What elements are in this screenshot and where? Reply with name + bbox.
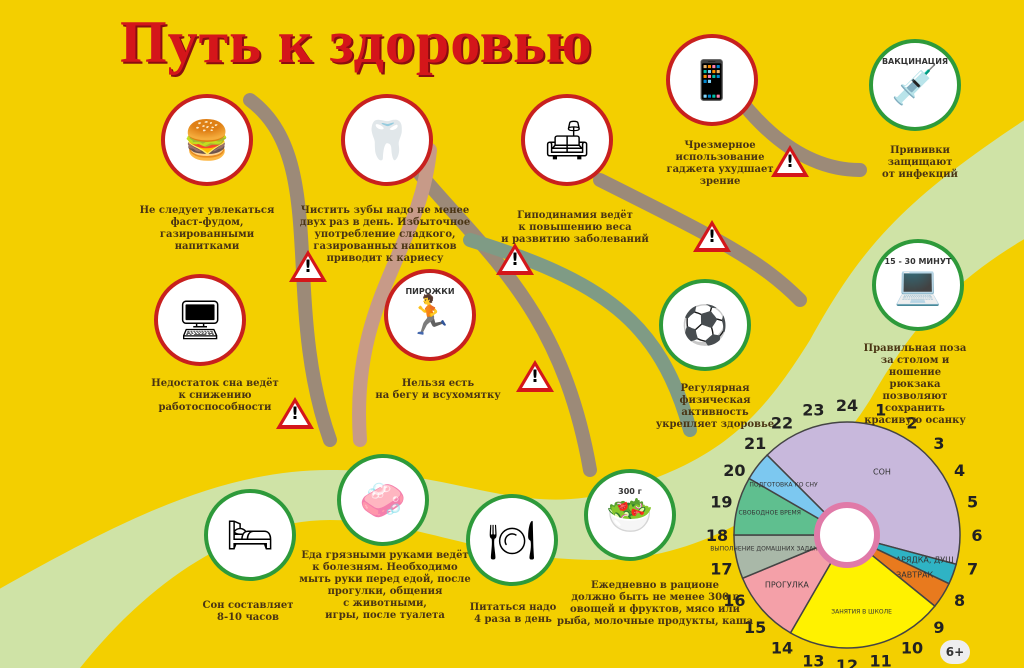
illustration-circle: 🍔	[161, 94, 253, 186]
road	[352, 143, 437, 447]
clock-hour-label: 3	[933, 434, 944, 453]
clock-hour-label: 21	[744, 434, 766, 453]
illustration-icon: 🦷	[363, 117, 411, 162]
clock-sector-label: СОН	[873, 467, 891, 476]
clock-hour-label: 22	[771, 413, 793, 432]
clock-sector-label: СВОБОДНОЕ ВРЕМЯ	[739, 509, 801, 516]
clock-sector-label: ВЫПОЛНЕНИЕ ДОМАШНИХ ЗАДАНИЙ	[710, 546, 827, 553]
illustration-sign: ВАКЦИНАЦИЯ	[881, 57, 949, 66]
clock-hour-label: 10	[901, 639, 923, 658]
clock-sector-label: ЗАНЯТИЯ В ШКОЛЕ	[831, 609, 892, 616]
illustration-icon: 🖥	[175, 297, 225, 342]
warning-mark: !	[531, 367, 539, 387]
clock-hour-label: 4	[954, 461, 965, 480]
illustration-sign: ПИРОЖКИ	[405, 287, 455, 296]
health-tip: Нельзя есть на бегу и всухомятку	[375, 378, 501, 401]
health-tip: Сон составляет 8-10 часов	[202, 600, 294, 623]
clock-hour-label: 5	[967, 492, 978, 511]
clock-hour-label: 17	[710, 560, 732, 579]
health-tip: Еда грязными руками ведёт к болезням. Не…	[299, 550, 471, 621]
warning-sign-icon: !	[771, 145, 809, 177]
health-tip: Не следует увлекаться фаст-фудом, газиро…	[139, 205, 275, 252]
clock-hour-label: 6	[971, 526, 982, 545]
clock-hour-label: 13	[802, 652, 824, 668]
warning-mark: !	[291, 404, 299, 424]
clock-hour-label: 20	[723, 461, 745, 480]
illustration-circle: 💉ВАКЦИНАЦИЯ	[869, 39, 961, 131]
clock-hour-label: 12	[836, 656, 858, 668]
age-rating-badge: 6+	[940, 640, 970, 664]
health-tip: Питаться надо 4 раза в день	[469, 602, 557, 625]
health-tip: Правильная поза за столом и ношение рюкз…	[863, 343, 967, 426]
illustration-icon: 🍽	[487, 517, 537, 562]
illustration-circle: ⚽	[659, 279, 751, 371]
illustration-circle: 🖥	[154, 274, 246, 366]
clock-hour-label: 16	[723, 591, 745, 610]
clock-sector-label: ЗАВТРАК	[896, 571, 933, 580]
daily-schedule-clock: СОН ЗАРЯДКА, ДУШ ЗАВТРАК ЗАНЯТИЯ В ШКОЛЕ ПРО…	[706, 396, 983, 668]
clock-hour-label: 9	[933, 618, 944, 637]
illustration-circle: 🛋	[521, 94, 613, 186]
illustration-circle: 💻15 - 30 МИНУТ	[872, 239, 964, 331]
illustration-circle: 🥗300 г	[584, 469, 676, 561]
clock-sector	[766, 421, 961, 566]
health-tip: Гиподинамия ведёт к повышению веса и раз…	[501, 210, 649, 245]
clock-hour-label: 18	[706, 526, 728, 545]
illustration-icon: 💉	[891, 62, 939, 107]
illustration-icon: 🛋	[542, 117, 592, 162]
warning-mark: !	[786, 152, 794, 172]
illustration-icon: 🛏	[225, 512, 275, 557]
page-title: Путь к здоровью	[120, 9, 593, 75]
clock-sector	[789, 533, 936, 649]
clock-sector-label: ПОДГОТОВКА КО СНУ	[749, 481, 818, 488]
health-tip: Недостаток сна ведёт к снижению работосп…	[151, 378, 279, 413]
illustration-icon: 🧼	[359, 477, 407, 522]
illustration-icon: ⚽	[681, 302, 729, 347]
clock-hour-label: 1	[875, 400, 886, 419]
clock-hour-label: 23	[802, 400, 824, 419]
warning-mark: !	[511, 250, 519, 270]
clock-hour-label: 11	[870, 652, 892, 668]
warning-sign-icon: !	[496, 243, 534, 275]
health-tip: Чрезмерное использование гаджета ухудшае…	[666, 140, 774, 187]
warning-sign-icon: !	[276, 397, 314, 429]
warning-mark: !	[708, 227, 716, 247]
warning-sign-icon: !	[693, 220, 731, 252]
health-tip: Чистить зубы надо не менее двух раз в де…	[299, 205, 471, 264]
clock-hour-label: 7	[967, 560, 978, 579]
warning-mark: !	[304, 257, 312, 277]
illustration-circle: 🍽	[466, 494, 558, 586]
illustration-circle: 📱	[666, 34, 758, 126]
clock-hour-label: 15	[744, 618, 766, 637]
illustration-circle: 🏃ПИРОЖКИ	[384, 269, 476, 361]
illustration-sign: 15 - 30 МИНУТ	[884, 257, 952, 266]
illustration-icon: 📱	[688, 57, 736, 102]
health-tip: Регулярная физическая активность укрепля…	[655, 383, 775, 430]
illustration-icon: 💻	[894, 262, 942, 307]
road	[243, 93, 337, 447]
illustration-icon: 🍔	[183, 117, 231, 162]
clock-sector-label: ПРОГУЛКА	[765, 581, 810, 590]
health-tip: Ежедневно в рационе должно быть не менее…	[556, 580, 754, 627]
clock-sector	[741, 533, 849, 634]
illustration-sign: 300 г	[618, 487, 642, 496]
illustration-icon: 🏃	[406, 292, 454, 337]
clock-hour-label: 19	[710, 492, 732, 511]
illustration-circle: 🦷	[341, 94, 433, 186]
warning-sign-icon: !	[289, 250, 327, 282]
clock-hour-label: 24	[836, 396, 858, 415]
illustration-icon: 🥗	[606, 492, 654, 537]
road	[393, 143, 597, 477]
clock-hour-label: 14	[771, 639, 793, 658]
health-tip: Прививки защищают от инфекций	[882, 145, 958, 180]
clock-hour-label: 8	[954, 591, 965, 610]
illustration-circle: 🛏	[204, 489, 296, 581]
clock-sector-label: ЗАРЯДКА, ДУШ	[890, 556, 953, 565]
illustration-circle: 🧼	[337, 454, 429, 546]
alarm-clock-icon	[814, 502, 880, 568]
warning-sign-icon: !	[516, 360, 554, 392]
clock-hour-label: 2	[906, 413, 917, 432]
